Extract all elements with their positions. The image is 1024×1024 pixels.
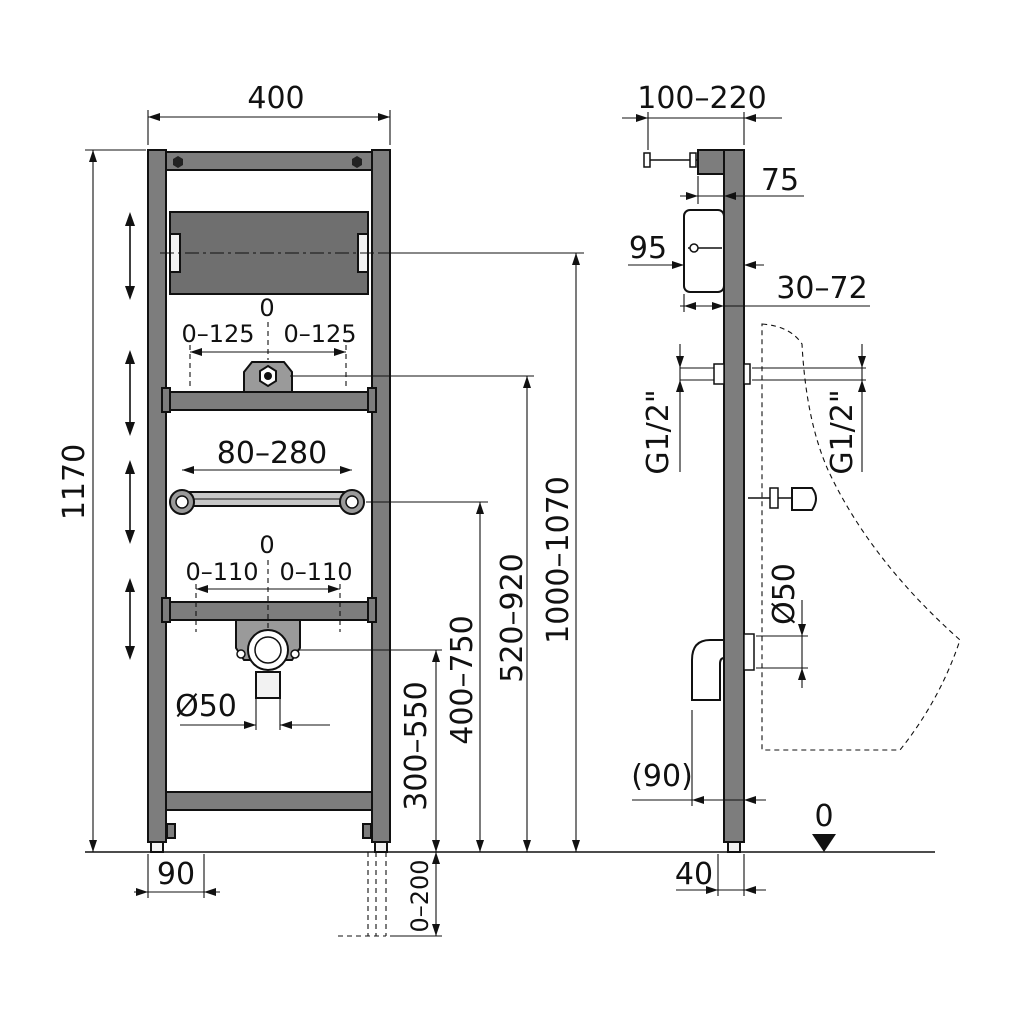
side-drain-elbow xyxy=(691,639,725,701)
left-foot-bolt xyxy=(166,823,176,839)
front-view: 400 1170 0 0–125 0–125 80–280 xyxy=(57,81,935,937)
drain-left-offset-label: 0–110 xyxy=(185,558,258,586)
below-floor-label: 0–200 xyxy=(406,859,434,932)
inlet-left-offset-label: 0–125 xyxy=(181,320,254,348)
side-gap-dimension: 30–72 xyxy=(680,271,870,312)
foot-label: 90 xyxy=(157,857,195,892)
bar-height-label: 400–750 xyxy=(445,615,480,745)
side-top-rod-end xyxy=(643,152,651,168)
side-depth-dimension: 100–220 xyxy=(622,81,782,150)
drain-diameter-label: Ø50 xyxy=(175,689,237,724)
panel-height-label: 1000–1070 xyxy=(541,476,576,644)
floor-zero-triangle xyxy=(812,834,836,852)
drain-screw-left xyxy=(236,649,246,659)
right-bolt-hole xyxy=(345,495,359,509)
inlet-height-label: 520–920 xyxy=(495,553,530,683)
side-view: 100–220 75 95 30–72 xyxy=(622,81,961,896)
side-thread-left-label: G1/2" xyxy=(641,389,676,474)
side-elbow-dimension: (90) xyxy=(631,710,766,806)
side-box-depth-label: 75 xyxy=(761,163,799,198)
rail-3-clip-left xyxy=(161,597,171,623)
height-dimension: 1170 xyxy=(57,149,146,852)
vertical-dimensions: 300–550 400–750 520–920 1000–1070 xyxy=(290,252,584,852)
rail-3 xyxy=(165,601,373,621)
rail-2-clip-left xyxy=(161,387,171,413)
side-inlet-thread xyxy=(743,363,751,385)
side-thread-right-label: G1/2" xyxy=(825,389,860,474)
side-drain-diameter-dimension: Ø50 xyxy=(756,563,808,688)
drain-zero-label: 0 xyxy=(259,531,274,559)
bar-span-dimension: 80–280 xyxy=(182,436,352,474)
side-box-height-dimension: 95 xyxy=(628,231,764,269)
top-right-nut xyxy=(352,156,362,168)
foot-dimension: 90 xyxy=(134,854,220,898)
urinal-outline xyxy=(761,323,961,751)
drain-height-label: 300–550 xyxy=(399,681,434,811)
right-foot xyxy=(374,841,388,853)
floor-zero-label: 0 xyxy=(814,799,833,834)
side-elbow-label: (90) xyxy=(631,759,693,794)
drain-screw-right xyxy=(290,649,300,659)
floor-zero-marker: 0 xyxy=(812,799,836,852)
side-top-bracket xyxy=(697,149,725,175)
rail-3-clip-right xyxy=(367,597,377,623)
side-inlet-valve xyxy=(713,363,725,385)
below-floor-dimension: 0–200 xyxy=(338,852,442,937)
adjust-arrows xyxy=(125,212,135,660)
side-box-height-label: 95 xyxy=(629,231,667,266)
top-left-nut xyxy=(173,156,183,168)
left-upright xyxy=(147,149,167,843)
left-foot xyxy=(150,841,164,853)
right-upright xyxy=(371,149,391,843)
drain-inner-ring xyxy=(254,636,282,664)
bar-span-label: 80–280 xyxy=(217,436,327,471)
side-foot xyxy=(727,841,741,853)
side-bolt-cap xyxy=(791,487,817,511)
side-bolt-washer xyxy=(769,487,779,509)
width-dimension: 400 xyxy=(147,81,391,145)
drain-pipe xyxy=(255,671,281,699)
side-foot-label: 40 xyxy=(675,857,713,892)
side-top-rod-nut xyxy=(689,152,697,168)
rail-2 xyxy=(165,391,373,411)
drain-offset-dimension: 0 0–110 0–110 xyxy=(185,531,353,632)
width-label: 400 xyxy=(247,81,304,116)
left-bolt-hole xyxy=(175,495,189,509)
side-flush-box-pivot xyxy=(689,243,699,253)
right-foot-bolt xyxy=(362,823,372,839)
side-foot-dimension: 40 xyxy=(675,854,766,896)
drain-right-offset-label: 0–110 xyxy=(279,558,352,586)
side-gap-label: 30–72 xyxy=(776,271,867,306)
inlet-right-offset-label: 0–125 xyxy=(283,320,356,348)
side-depth-label: 100–220 xyxy=(637,81,767,116)
side-drain-flange xyxy=(743,633,755,671)
rail-2-clip-right xyxy=(367,387,377,413)
drain-diameter-dimension: Ø50 xyxy=(175,689,330,730)
water-inlet-port xyxy=(264,372,272,380)
side-box-depth-dimension: 75 xyxy=(680,163,804,204)
side-flush-box xyxy=(683,209,725,293)
inlet-zero-label: 0 xyxy=(259,294,274,322)
side-drain-diameter-label: Ø50 xyxy=(767,563,802,625)
side-thread-dimensions: G1/2" G1/2" xyxy=(641,344,866,475)
top-rail xyxy=(165,151,373,171)
side-upright xyxy=(723,149,745,843)
bottom-rail xyxy=(165,791,373,811)
inlet-offset-dimension: 0 0–125 0–125 xyxy=(181,294,357,388)
height-label: 1170 xyxy=(57,444,92,520)
